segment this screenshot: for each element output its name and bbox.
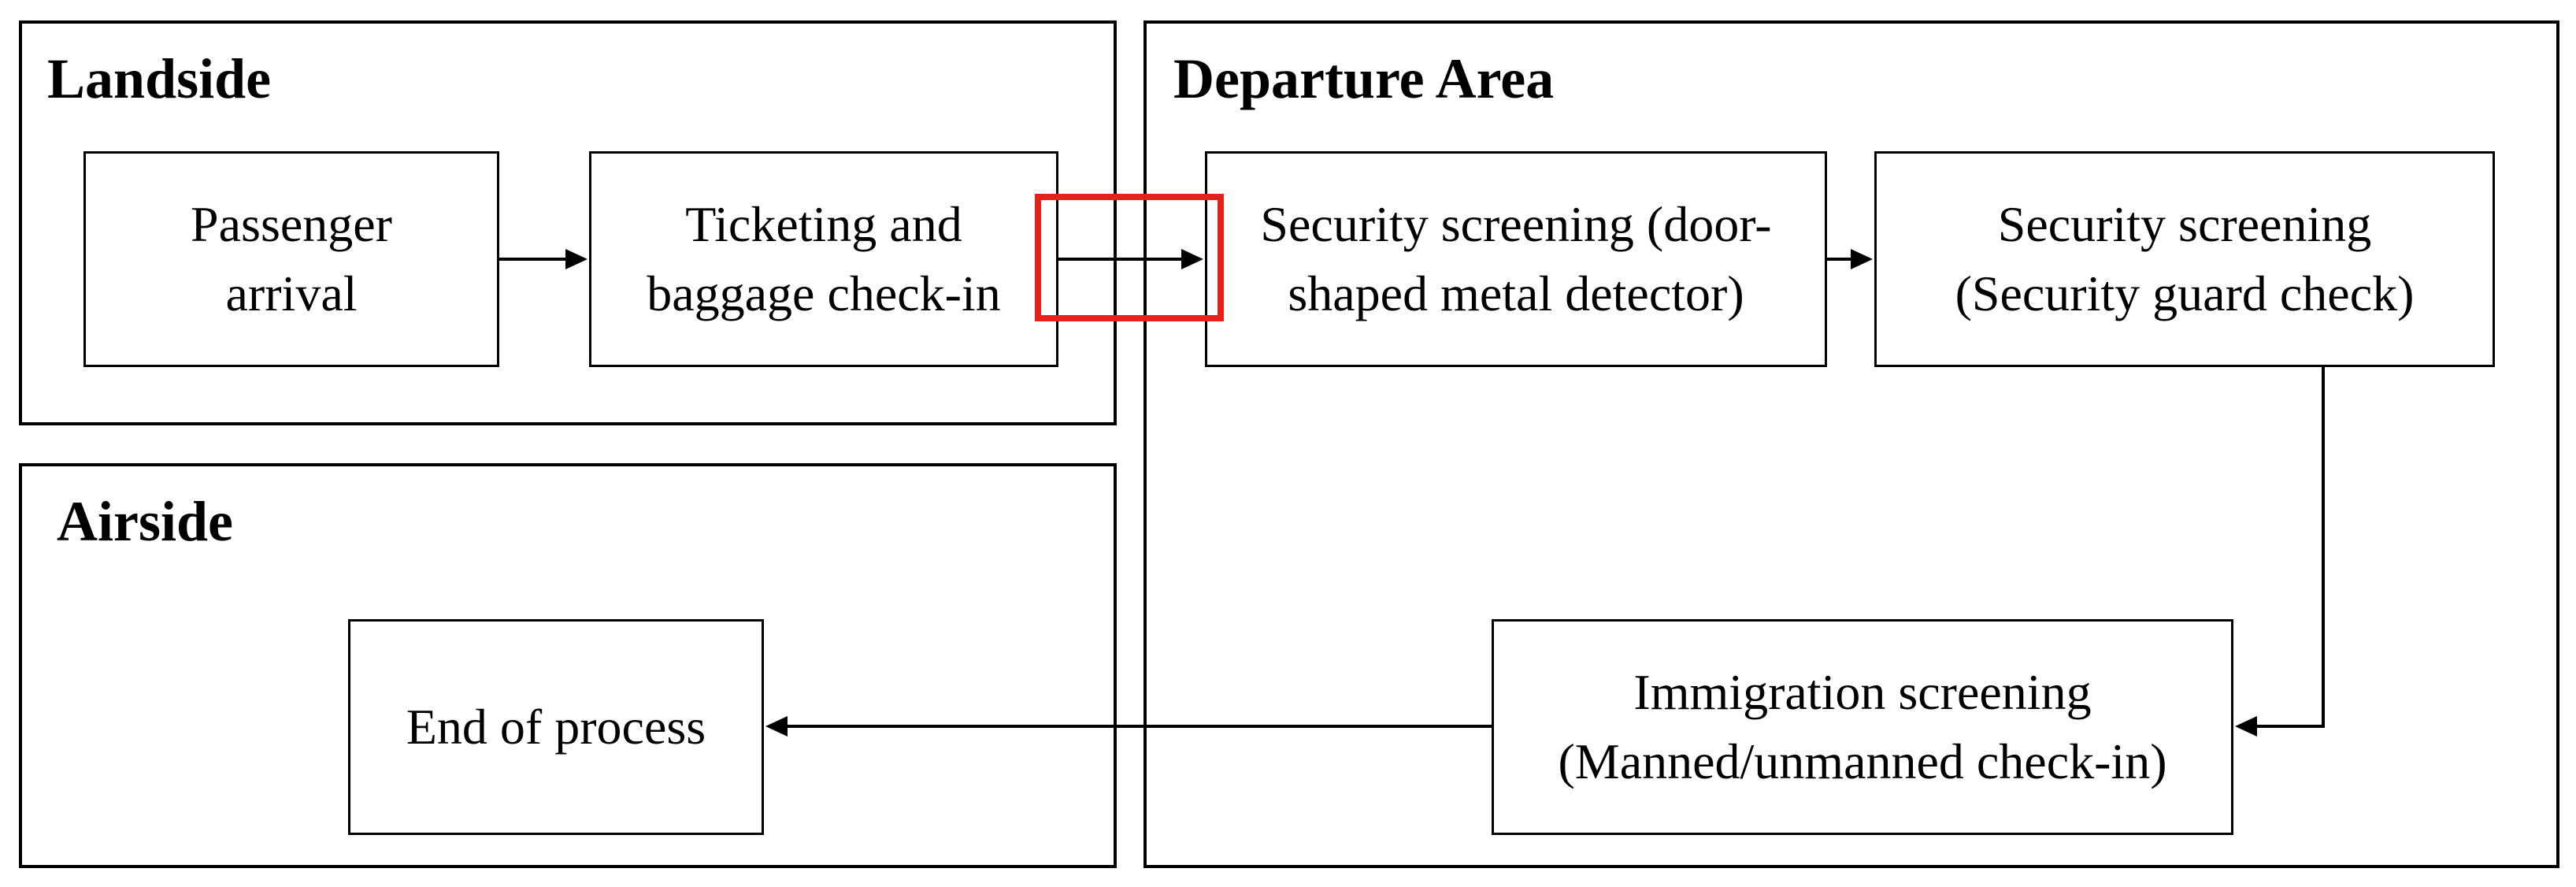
immigration-screening-label: Immigration screening (Manned/unmanned c…: [1558, 664, 2167, 789]
departure-area-title: Departure Area: [1173, 47, 1555, 110]
security-guard-check-label: Security screening (Security guard check…: [1955, 196, 2415, 321]
passenger-arrival-node: Passenger arrival: [83, 151, 499, 367]
landside-title: Landside: [47, 47, 272, 110]
security-metal-detector-node: Security screening (door- shaped metal d…: [1205, 151, 1827, 367]
landside-region: Landside: [19, 20, 1117, 425]
immigration-screening-node: Immigration screening (Manned/unmanned c…: [1492, 619, 2233, 835]
security-guard-check-node: Security screening (Security guard check…: [1874, 151, 2495, 367]
security-metal-detector-label: Security screening (door- shaped metal d…: [1260, 196, 1772, 321]
airside-title: Airside: [57, 490, 233, 553]
passenger-arrival-label: Passenger arrival: [191, 196, 392, 321]
ticketing-check-in-label: Ticketing and baggage check-in: [647, 196, 1001, 321]
departure-area-region: Departure Area: [1143, 20, 2559, 868]
end-of-process-label: End of process: [406, 699, 706, 755]
end-of-process-node: End of process: [348, 619, 764, 835]
ticketing-check-in-node: Ticketing and baggage check-in: [589, 151, 1058, 367]
airside-region: Airside: [19, 463, 1117, 868]
